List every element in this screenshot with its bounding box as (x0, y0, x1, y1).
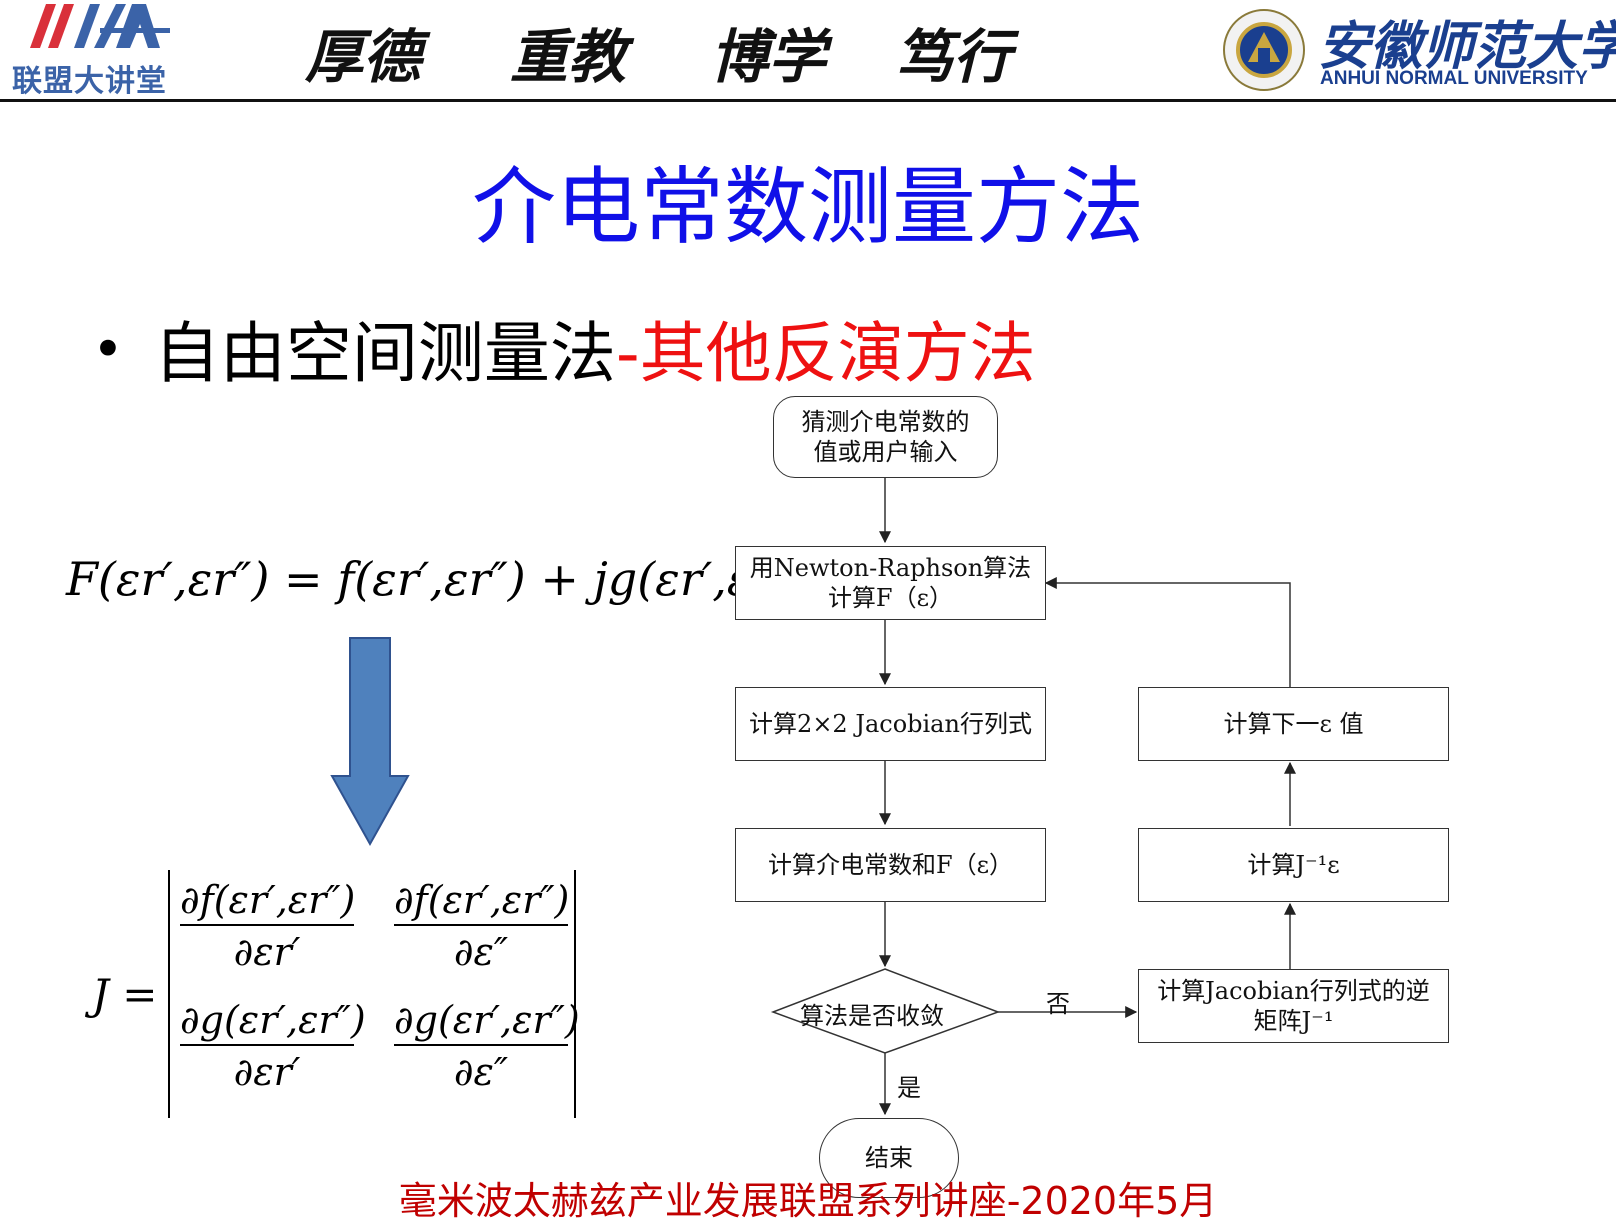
flow-inverse-line-2: 矩阵J⁻¹ (1253, 1007, 1334, 1035)
jacobian-equation: J = ∂f(εr′,εr″) ∂εr′ ∂f(εr′,εr″) ∂ε″ ∂g(… (92, 870, 582, 1120)
flow-end-label: 结束 (865, 1144, 913, 1172)
jacobian-denominator: ∂ε″ (453, 1050, 509, 1094)
university-name-cn: 安徽师范大学 (1318, 16, 1616, 77)
jacobian-denominator: ∂εr′ (233, 930, 301, 974)
jacobian-label: J = (92, 970, 158, 1019)
flow-start-line-2: 值或用户输入 (813, 438, 958, 466)
flow-start-box: 猜测介电常数的值或用户输入 (773, 396, 998, 478)
bullet-method-subtitle: -其他反演方法 (615, 315, 1036, 392)
header-divider (0, 99, 1616, 102)
motto-4: 笃行 (895, 23, 1012, 91)
flow-permittivity-label: 计算介电常数和F（ε） (767, 851, 1014, 879)
flow-newton-line-1: 用Newton-Raphson算法 (749, 554, 1032, 582)
motto-2: 重教 (510, 23, 627, 91)
header-bar: 联盟大讲堂 厚德 重教 博学 笃行 安徽师范大学 ANHUI NORMAL UN… (0, 0, 1616, 102)
flow-yes-label: 是 (897, 1074, 921, 1102)
flow-jacobian-box: 计算2×2 Jacobian行列式 (735, 687, 1046, 761)
flow-newton-box: 用Newton-Raphson算法计算F（ε） (735, 546, 1046, 620)
flow-end-box: 结束 (819, 1118, 959, 1198)
flow-inverse-box: 计算Jacobian行列式的逆矩阵J⁻¹ (1138, 969, 1449, 1043)
flow-jeps-box: 计算J⁻¹ε (1138, 828, 1449, 902)
footer-caption: 毫米波太赫兹产业发展联盟系列讲座-2020年5月 (398, 1179, 1218, 1223)
jacobian-entry: ∂f(εr′,εr″) ∂ε″ (394, 878, 569, 974)
flow-decision-label: 算法是否收敛 (800, 1002, 944, 1030)
flow-newton-line-2: 计算F（ε） (827, 584, 954, 612)
arrow-loop-back (1044, 577, 1291, 687)
decision-diamond (770, 968, 1001, 1054)
motto-1: 厚德 (305, 23, 422, 91)
university-seal-icon (1223, 9, 1305, 91)
flow-inverse-line-1: 计算Jacobian行列式的逆 (1157, 977, 1430, 1005)
jacobian-numerator: ∂g(εr′,εr″) (180, 998, 366, 1046)
slide-title: 介电常数测量方法 (471, 158, 1144, 256)
flow-jeps-label: 计算J⁻¹ε (1247, 851, 1340, 879)
determinant-bar-left (168, 870, 170, 1118)
org-name: 联盟大讲堂 (12, 64, 167, 99)
down-arrow-icon (330, 637, 410, 847)
jacobian-numerator: ∂f(εr′,εr″) (394, 878, 569, 926)
jacobian-numerator: ∂f(εr′,εr″) (180, 878, 355, 926)
motto-3: 博学 (710, 23, 827, 91)
flow-no-label: 否 (1046, 990, 1070, 1018)
jacobian-denominator: ∂εr′ (233, 1050, 301, 1094)
jacobian-entry: ∂g(εr′,εr″) ∂εr′ (180, 998, 366, 1094)
determinant-bar-right (574, 870, 576, 1118)
jacobian-denominator: ∂ε″ (453, 930, 509, 974)
flow-next-box: 计算下一ε 值 (1138, 687, 1449, 761)
flow-next-label: 计算下一ε 值 (1223, 710, 1364, 738)
jacobian-entry: ∂f(εr′,εr″) ∂εr′ (180, 878, 355, 974)
bullet-heading: • 自由空间测量法-其他反演方法 (92, 300, 1036, 396)
jacobian-entry: ∂g(εr′,εr″) ∂ε″ (394, 998, 580, 1094)
university-name-en: ANHUI NORMAL UNIVERSITY (1320, 68, 1588, 89)
bullet-method-name: 自由空间测量法 (153, 315, 616, 392)
ivta-logo-icon (30, 4, 170, 48)
jacobian-numerator: ∂g(εr′,εr″) (394, 998, 580, 1046)
flow-jacobian-label: 计算2×2 Jacobian行列式 (749, 710, 1032, 738)
bullet-dot: • (92, 318, 124, 381)
flow-permittivity-box: 计算介电常数和F（ε） (735, 828, 1046, 902)
f-equation: F(εr′,εr″) = f(εr′,εr″) + jg(εr′,εr″) (66, 552, 809, 606)
flow-start-line-1: 猜测介电常数的 (801, 408, 970, 436)
